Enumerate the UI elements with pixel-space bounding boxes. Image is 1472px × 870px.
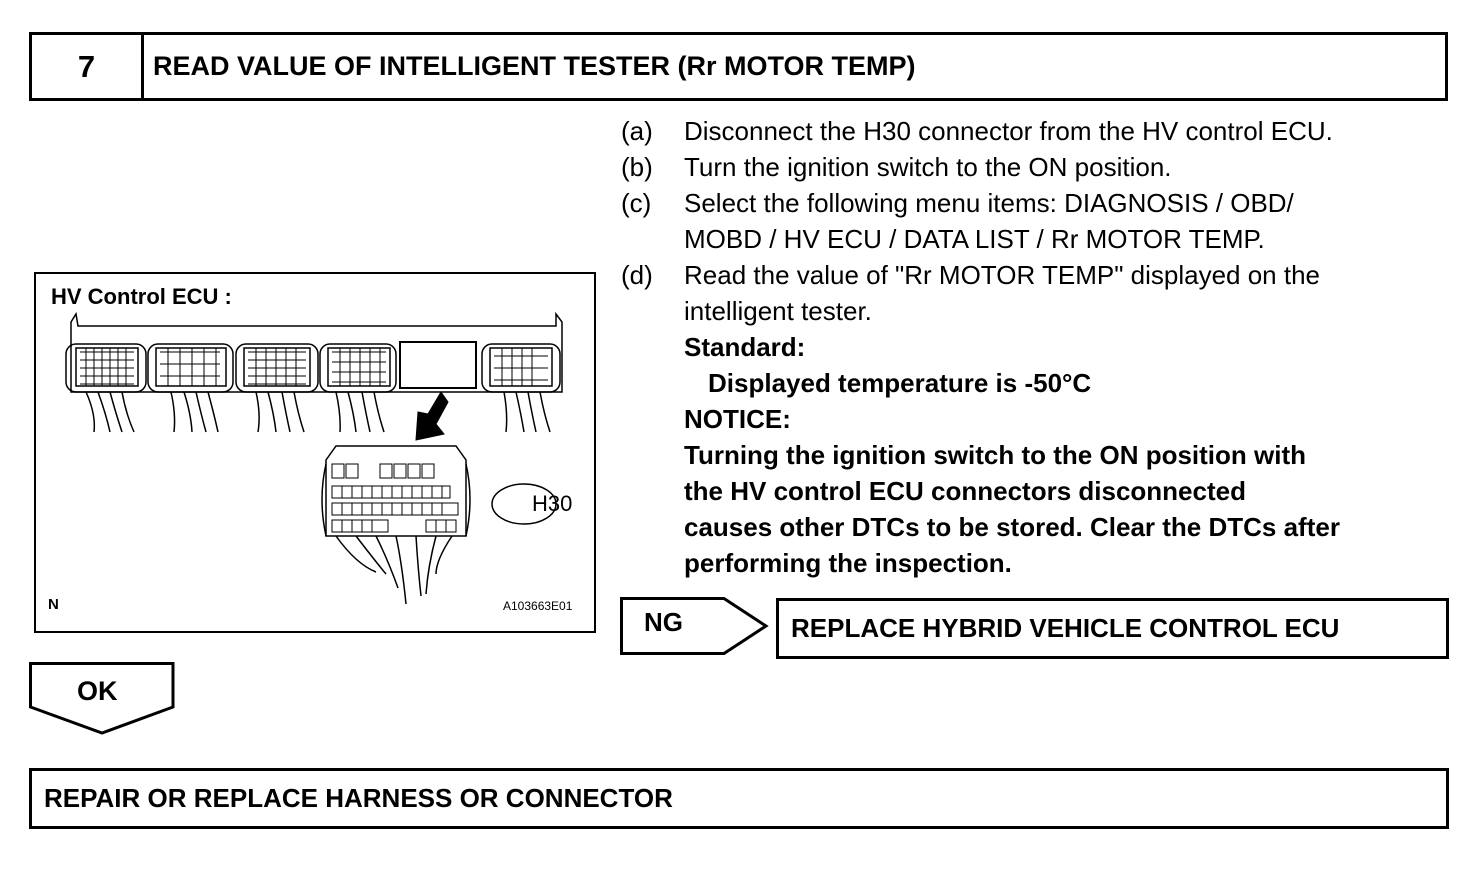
ng-label: NG xyxy=(644,607,683,637)
notice-text: the HV control ECU connectors disconnect… xyxy=(684,476,1246,506)
instruction-text: intelligent tester. xyxy=(684,296,872,326)
ok-branch-arrow: OK xyxy=(29,662,175,736)
ng-arrow-shape xyxy=(620,597,769,655)
ng-result-text: REPLACE HYBRID VEHICLE CONTROL ECU xyxy=(791,613,1340,643)
step-number: 7 xyxy=(32,35,144,98)
instruction-text: Select the following menu items: DIAGNOS… xyxy=(684,188,1294,218)
figure-title: HV Control ECU : xyxy=(51,284,232,309)
ecu-connector-1 xyxy=(65,343,147,393)
instruction-letter: (c) xyxy=(621,188,652,218)
h30-connector xyxy=(321,445,471,605)
figure-code: A103663E01 xyxy=(503,599,573,613)
step-header: 7 READ VALUE OF INTELLIGENT TESTER (Rr M… xyxy=(29,32,1448,101)
ok-label: OK xyxy=(77,676,118,706)
ok-result-text: REPAIR OR REPLACE HARNESS OR CONNECTOR xyxy=(44,783,673,813)
ecu-connector-3 xyxy=(235,343,319,393)
ecu-connector-4 xyxy=(319,343,397,393)
figure-corner-mark: N xyxy=(48,596,59,613)
notice-text: performing the inspection. xyxy=(684,548,1012,578)
instruction-text: Read the value of "Rr MOTOR TEMP" displa… xyxy=(684,260,1321,290)
instruction-letter: (d) xyxy=(621,260,653,290)
instruction-text: MOBD / HV ECU / DATA LIST / Rr MOTOR TEM… xyxy=(684,224,1265,254)
connector-label: H30 xyxy=(532,491,573,516)
notice-text: causes other DTCs to be stored. Clear th… xyxy=(684,512,1340,542)
ecu-connector-illustration xyxy=(65,311,563,605)
standard-value: Displayed temperature is -50°C xyxy=(708,368,1092,398)
ok-result-box: REPAIR OR REPLACE HARNESS OR CONNECTOR xyxy=(29,768,1449,829)
instruction-letter: (a) xyxy=(621,116,653,146)
instruction-letter: (b) xyxy=(621,152,653,182)
direction-arrow xyxy=(415,391,449,441)
standard-label: Standard: xyxy=(684,332,806,362)
instruction-text: Disconnect the H30 connector from the HV… xyxy=(684,116,1333,146)
h30-label-circle xyxy=(491,483,557,525)
ng-result-box: REPLACE HYBRID VEHICLE CONTROL ECU xyxy=(776,598,1449,659)
ok-arrow-shape xyxy=(29,662,175,735)
notice-text: Turning the ignition switch to the ON po… xyxy=(684,440,1306,470)
step-title: READ VALUE OF INTELLIGENT TESTER (Rr MOT… xyxy=(153,51,916,81)
ecu-connector-2 xyxy=(147,343,234,393)
instruction-text: Turn the ignition switch to the ON posit… xyxy=(684,152,1172,182)
notice-label: NOTICE: xyxy=(684,404,791,434)
ng-branch-arrow: NG xyxy=(620,597,770,655)
ecu-connector-6 xyxy=(481,343,561,393)
ecu-figure: HV Control ECU : H30 N A103663E01 xyxy=(34,272,596,633)
